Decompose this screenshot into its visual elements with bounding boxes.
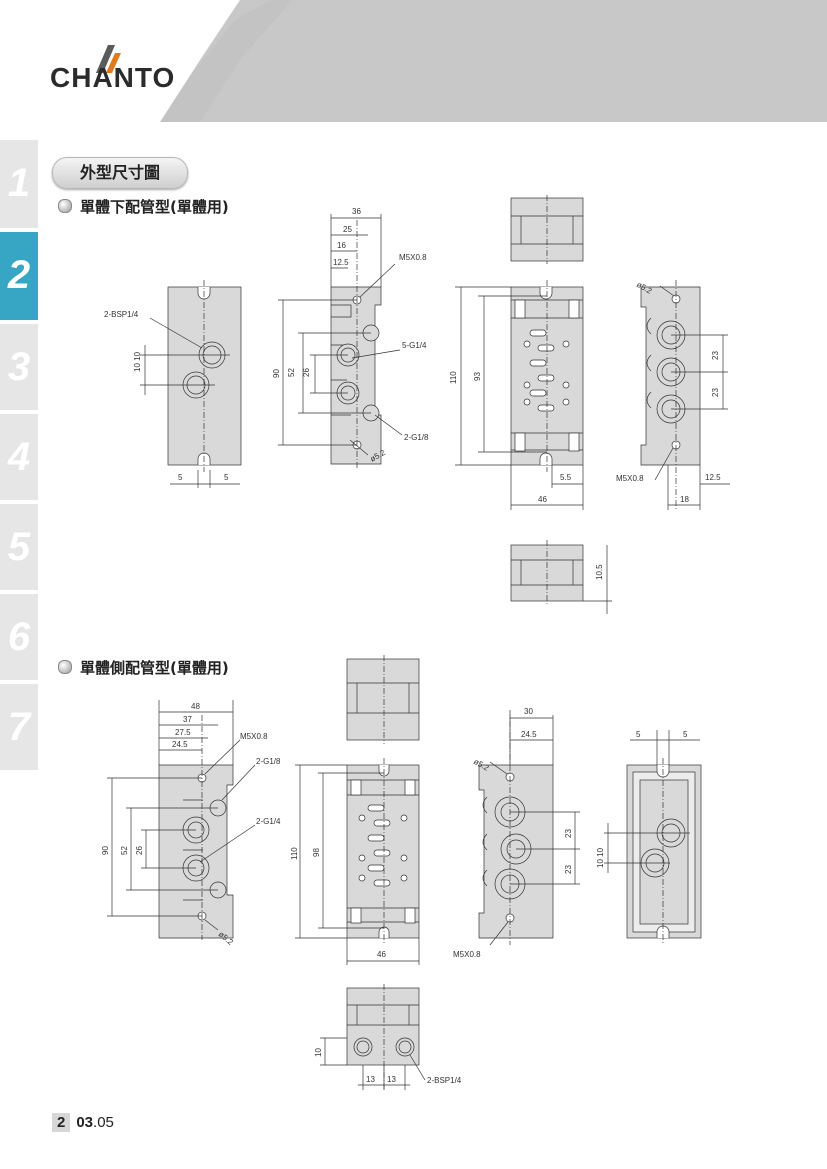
dim-125-b: 12.5 [705,473,721,482]
dim-55: 5.5 [560,473,572,482]
side-right-view [478,710,580,946]
dim-46-a: 46 [538,495,547,504]
chapter-number: 2 [52,1113,71,1132]
bottom-bottom-view [510,540,612,614]
dim-110-b: 110 [290,847,299,860]
dim-25: 25 [343,225,352,234]
heading-side-piping: 單體側配管型(單體用) [58,657,229,678]
dim-26-a: 26 [302,368,311,377]
side-tab-5[interactable]: 5 [7,525,31,569]
dim-46-b: 46 [377,950,386,959]
dim-37: 37 [183,715,192,724]
label-m5-d: M5X0.8 [453,950,481,959]
dim-105: 10.5 [595,564,604,580]
label-g14-2: 2-G1/4 [256,817,281,826]
side-profile-view [107,700,256,940]
dim-98: 98 [312,848,321,857]
dim-90-b: 90 [101,846,110,855]
dim-13-a: 13 [366,1075,375,1084]
side-tab-strip [0,140,38,770]
heading-bottom-piping: 單體下配管型(單體用) [58,196,229,217]
label-bsp14-b: 2-BSP1/4 [427,1076,462,1085]
dim-10: 10 [314,1048,323,1057]
bullet-icon [58,660,72,674]
dim-23-b: 23 [711,388,720,397]
page-number-minor: .05 [93,1114,114,1131]
dim-23-a: 23 [711,351,720,360]
header-band [160,0,827,122]
dim-245-b: 24.5 [521,730,537,739]
side-tab-1[interactable]: 1 [7,161,31,205]
dim-16: 16 [337,241,346,250]
side-tab-4[interactable]: 4 [7,435,31,479]
side-bottom-view [320,984,426,1090]
side-tab-3[interactable]: 3 [7,345,31,389]
dim-48: 48 [191,702,200,711]
dim-1010-b: 10 10 [596,847,605,868]
side-top-view [346,655,420,744]
side-front-view [295,758,420,965]
label-m5-c: M5X0.8 [240,732,268,741]
label-bsp14: 2-BSP1/4 [104,310,139,319]
dim-245-a: 24.5 [172,740,188,749]
bottom-top-view [510,195,584,264]
label-g18-2b: 2-G1/8 [256,757,281,766]
section-title: 外型尺寸圖 [52,157,188,189]
side-tab-2[interactable]: 2 [7,253,31,297]
dim-125-a: 12.5 [333,258,349,267]
label-m5-b: M5X0.8 [616,474,644,483]
side-tab-6[interactable]: 6 [7,615,31,659]
dim-23-c: 23 [564,829,573,838]
bottom-right-view [640,280,730,510]
dim-13-b: 13 [387,1075,396,1084]
brand-logo: CHANTO [50,62,176,93]
dim-26-b: 26 [135,846,144,855]
dim-5-c: 5 [636,730,641,739]
dim-36: 36 [352,207,361,216]
dim-5-d: 5 [683,730,688,739]
dim-52-a: 52 [287,368,296,377]
chanto-logo-mark [96,45,121,73]
dim-52-b: 52 [120,846,129,855]
dim-18: 18 [680,495,689,504]
dim-110-a: 110 [449,371,458,384]
dim-30: 30 [524,707,533,716]
side-back-view [604,730,702,945]
dim-90-a: 90 [272,369,281,378]
label-g14-5: 5-G1/4 [402,341,427,350]
page-number-major: 03 [76,1114,94,1131]
bottom-front-view [455,280,584,510]
dim-5-b: 5 [224,473,229,482]
dim-93: 93 [473,372,482,381]
bottom-view-base [140,280,242,488]
dim-23-d: 23 [564,865,573,874]
dim-275: 27.5 [175,728,191,737]
side-tab-7[interactable]: 7 [7,705,31,749]
dim-1010-a: 10 10 [133,351,142,372]
label-m5-a: M5X0.8 [399,253,427,262]
bullet-icon [58,199,72,213]
dim-5-a: 5 [178,473,183,482]
label-g18-2: 2-G1/8 [404,433,429,442]
bottom-side-profile [278,214,403,470]
